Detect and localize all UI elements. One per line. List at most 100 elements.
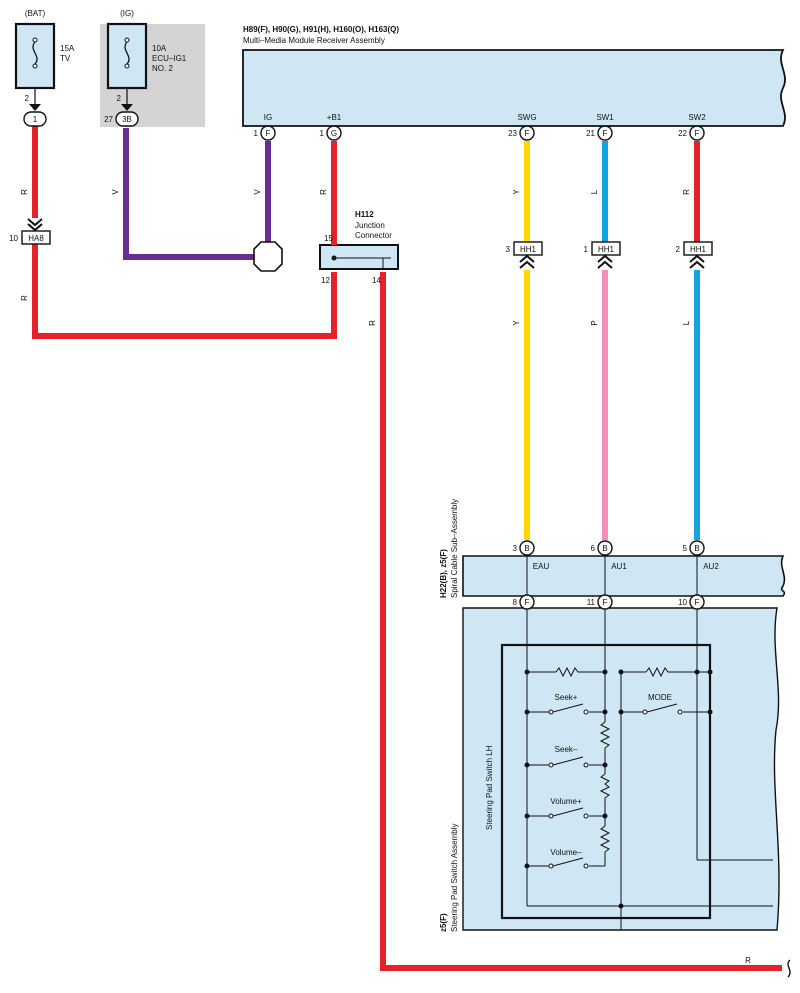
wire-color-swg: Y	[512, 189, 521, 195]
wire-break-mark	[787, 959, 791, 978]
junction-code: H112	[355, 210, 374, 219]
ig-fuse-icon	[124, 37, 130, 69]
internal-circuit	[526, 556, 773, 930]
wire-color-bat-lower: R	[20, 295, 29, 301]
receiver-pin-no: 21	[586, 129, 595, 138]
spiral-cable-box	[462, 555, 786, 597]
spiral-code: H22(B), z5(F)	[439, 549, 448, 598]
wire-color-ig-fuse: V	[111, 189, 120, 195]
ig-conn-pin-no: 27	[104, 115, 113, 124]
switch-contacts	[548, 709, 683, 869]
splice-point	[253, 241, 283, 272]
receiver-pin-conn: G	[331, 129, 337, 138]
switch-seek-minus: Seek–	[555, 745, 578, 754]
bat-fuse-name: TV	[60, 54, 71, 63]
receiver-pin-conn: F	[695, 129, 700, 138]
junction-name1: Junction	[355, 221, 385, 230]
spiral-top-no: 5	[683, 544, 688, 553]
spiral-bottom-pin: F 11	[587, 594, 613, 610]
spiral-bottom-conn: F	[695, 598, 700, 607]
receiver-code: H89(F), H90(G), H91(H), H160(O), H163(Q)	[243, 25, 399, 34]
wire-color-jc14: R	[368, 320, 377, 326]
hh1-label: HH1	[690, 245, 707, 254]
receiver-pin-conn: F	[525, 129, 530, 138]
receiver-pin-b1: G1+B1	[320, 113, 342, 141]
wire-jc14	[380, 272, 782, 971]
wire-bat-lower	[32, 244, 337, 339]
bat-source-label: (BAT)	[25, 9, 46, 18]
ig-source-label: (IG)	[120, 9, 134, 18]
receiver-pin-no: 22	[678, 129, 687, 138]
spiral-top-conn: B	[524, 544, 529, 553]
spiral-bottom-no: 10	[678, 598, 687, 607]
bat-fuse-box	[14, 22, 56, 90]
hh1-connector: HH1 2	[676, 241, 713, 269]
receiver-pin-no: 1	[320, 129, 325, 138]
ig-connector-3b: 3B	[115, 104, 139, 127]
hh1-pin: 3	[506, 245, 511, 254]
wire-color-b1: R	[319, 189, 328, 195]
switch-seek-plus: Seek+	[555, 693, 578, 702]
ig-fuse-box	[106, 22, 148, 90]
ig-fuse-name1: ECU–IG1	[152, 54, 187, 63]
spiral-top-label: AU1	[611, 562, 627, 571]
hh1-label: HH1	[598, 245, 615, 254]
junction-pin-in: 15	[324, 234, 333, 243]
receiver-pin-label: SW1	[596, 113, 614, 122]
ig-conn-pin: 3B	[122, 115, 132, 124]
switch-volume-minus: Volume–	[550, 848, 582, 857]
steering-switch-code: z5(F)	[439, 913, 448, 932]
junction-pin-out2: 14	[372, 276, 381, 285]
wire-color-ig-module: V	[253, 189, 262, 195]
hh1-pin: 1	[584, 245, 589, 254]
spiral-top-no: 6	[591, 544, 596, 553]
receiver-pin-no: 1	[254, 129, 259, 138]
ha8-pin: 10	[9, 234, 18, 243]
spiral-name: Spiral Cable Sub–Assembly	[450, 499, 459, 598]
spiral-bottom-no: 11	[587, 598, 596, 607]
spiral-top-label: EAU	[533, 562, 550, 571]
receiver-pin-no: 23	[508, 129, 517, 138]
junction-connector-box	[319, 244, 399, 270]
receiver-pin-label: +B1	[327, 113, 342, 122]
hh1-connector: HH1 1	[584, 241, 621, 269]
receiver-pin-label: SWG	[517, 113, 536, 122]
hh1-label: HH1	[520, 245, 537, 254]
receiver-pin-label: IG	[264, 113, 272, 122]
steering-switch-lh-name: Steering Pad Switch LH	[485, 745, 494, 830]
spiral-bottom-pin: F8	[513, 594, 535, 610]
wire-ig-fuse	[123, 128, 254, 260]
wire-color-au2: L	[682, 320, 691, 325]
bat-connector-1: 1	[23, 104, 47, 127]
spiral-bottom-conn: F	[603, 598, 608, 607]
wire-color-sw2: R	[682, 189, 691, 195]
bat-fuse-rating: 15A	[60, 44, 75, 53]
receiver-pin-conn: F	[266, 129, 271, 138]
spiral-top-conn: B	[602, 544, 607, 553]
wire-color-au1: P	[590, 320, 599, 325]
spiral-bottom-pin: F 10	[678, 594, 705, 610]
junction-pin-out1: 12	[321, 276, 330, 285]
wire-color-eau: Y	[512, 320, 521, 326]
receiver-pin-conn: F	[603, 129, 608, 138]
receiver-pin-ig: F1 IG	[254, 113, 276, 141]
spiral-bottom-no: 8	[513, 598, 518, 607]
ha8-connector: HA8 10	[9, 218, 51, 245]
junction-name2: Connector	[355, 231, 392, 240]
wire-color-bat-upper: R	[20, 189, 29, 195]
spiral-top-label: AU2	[703, 562, 719, 571]
hh1-connector: HH1 3	[506, 241, 543, 269]
ig-fuse-rating: 10A	[152, 44, 167, 53]
hh1-pin: 2	[676, 245, 681, 254]
steering-switch-lh-box	[500, 643, 712, 920]
spiral-bottom-conn: F	[525, 598, 530, 607]
junction-internal	[331, 255, 391, 269]
hh1-connectors: HH1 3 HH1 1 HH1 2	[506, 241, 713, 269]
